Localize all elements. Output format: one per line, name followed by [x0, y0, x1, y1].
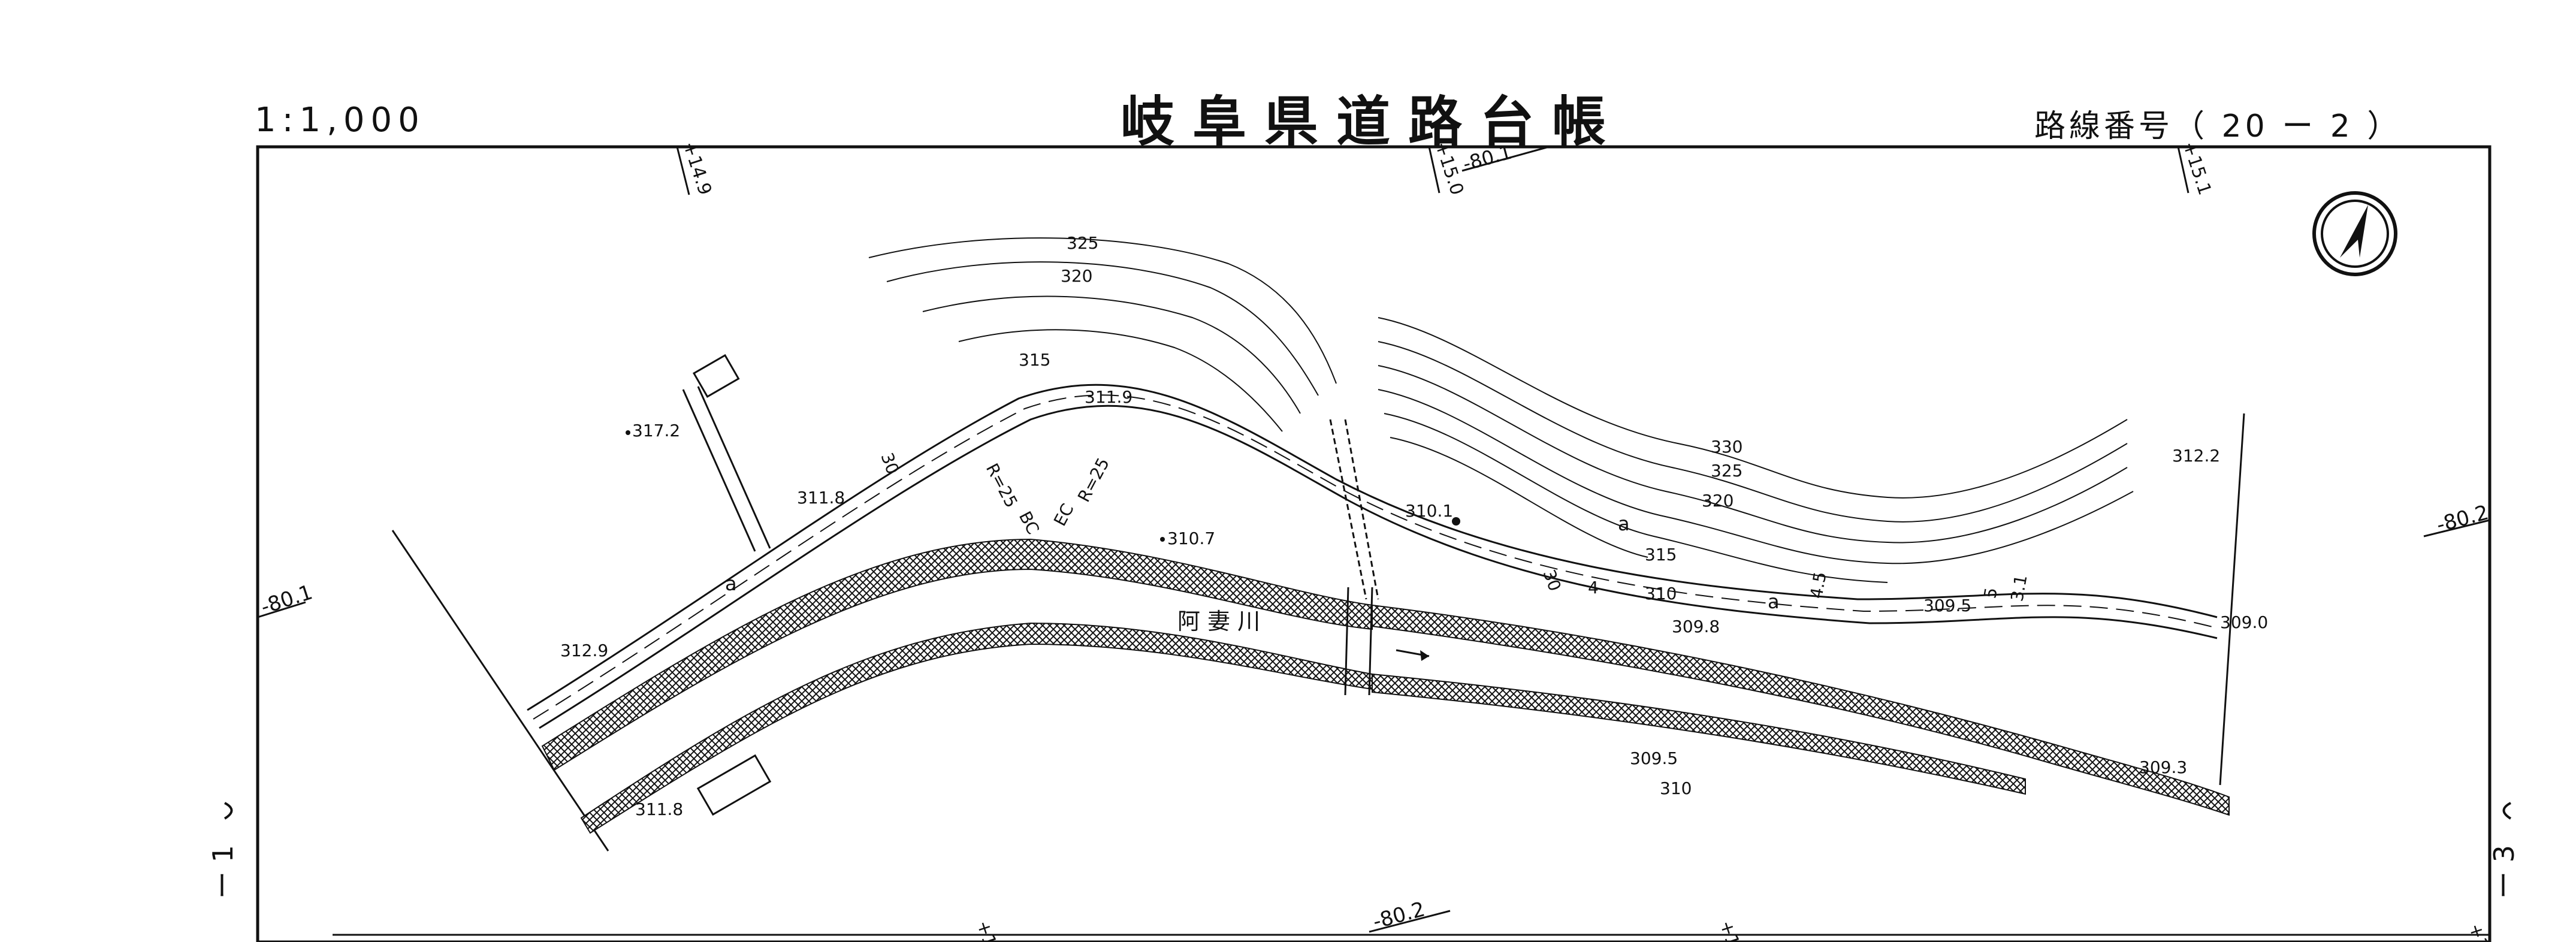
offset-label: -80.1 — [258, 580, 315, 619]
curve-label: 30 — [1539, 567, 1565, 594]
symbol-a: a — [1768, 590, 1780, 613]
map-title: 岐阜県道路台帳 — [1121, 90, 1624, 153]
elevation-label: 309.8 — [1672, 617, 1720, 636]
offset-label: -80.2 — [1370, 897, 1427, 934]
contour-label: 320 — [1061, 266, 1092, 286]
contour-label: 315 — [1019, 350, 1050, 370]
elevation-label: 312.2 — [2172, 446, 2220, 466]
contour-label: 315 — [1645, 545, 1677, 564]
map-scale: 1:1,000 — [255, 101, 425, 140]
contour-lines — [868, 237, 2134, 583]
elevation-label: 317.2 — [632, 421, 680, 440]
station-marks: +14.9 +15.0 +15.1 +14.9 +15.0 +15.1 — [676, 139, 2501, 942]
elevation-label: 310 — [1660, 778, 1692, 798]
curve-label: 4.5 — [1806, 570, 1830, 600]
elevation-label: 311.8 — [797, 488, 845, 508]
station-label: +15.0 — [1715, 918, 1752, 942]
symbol-a: a — [1618, 512, 1630, 535]
river-label: 阿 妻 川 — [1177, 608, 1260, 635]
curve-label: 3.1 — [2007, 573, 2031, 603]
elevation-label: 309.3 — [2139, 757, 2187, 777]
curve-label: 30 — [877, 450, 902, 477]
left-margin-mark: ー 1 — [207, 845, 239, 899]
curve-label: R=25 — [1074, 454, 1113, 505]
elevation-label: 312.9 — [560, 641, 608, 660]
right-bracket — [2502, 802, 2512, 820]
station-label: +14.9 — [972, 918, 1009, 942]
contour-label: 320 — [1702, 491, 1734, 511]
survey-boundary — [391, 413, 2245, 852]
contour-label: 330 — [1711, 437, 1743, 457]
route-number: 路線番号（ 20 ー 2 ） — [2034, 108, 2402, 144]
symbol-a: a — [725, 572, 737, 595]
curve-label: 4 — [1588, 578, 1599, 597]
elevation-label: 309.0 — [2220, 612, 2268, 632]
river: 阿 妻 川 — [541, 538, 2230, 834]
structures — [682, 354, 1379, 816]
offset-label: -80.2 — [2434, 500, 2491, 537]
right-margin-mark: ー 3 — [2488, 845, 2520, 899]
elevation-label: 311.9 — [1085, 387, 1133, 407]
left-bracket — [224, 802, 233, 820]
station-label: +15.1 — [2464, 921, 2501, 942]
elevation-label: 311.8 — [635, 799, 683, 819]
contour-labels: 325 320 315 330 325 320 315 310 — [1019, 233, 1743, 603]
elevation-label: 309.5 — [1630, 748, 1678, 768]
elevation-label: 309.5 — [1923, 596, 1971, 615]
contour-label: 310 — [1645, 584, 1677, 603]
curve-label: BC — [1015, 508, 1043, 538]
elevation-label: 310.7 — [1167, 529, 1215, 548]
contour-label: 325 — [1067, 233, 1098, 253]
elevation-label: 310.1 — [1405, 501, 1453, 521]
curve-label: R=25 — [982, 460, 1022, 511]
north-arrow-icon — [2312, 191, 2397, 276]
prefectural-road — [527, 384, 2218, 729]
elevation-points: 317.2 311.8 311.9 310.7 312.9 311.8 310.… — [560, 387, 2268, 819]
curve-label: EC — [1050, 500, 1078, 529]
map-frame — [256, 145, 2492, 942]
symbol-marks: a a a — [725, 512, 1780, 613]
contour-label: 325 — [1711, 461, 1743, 481]
curve-label: 5 — [1980, 586, 2001, 600]
